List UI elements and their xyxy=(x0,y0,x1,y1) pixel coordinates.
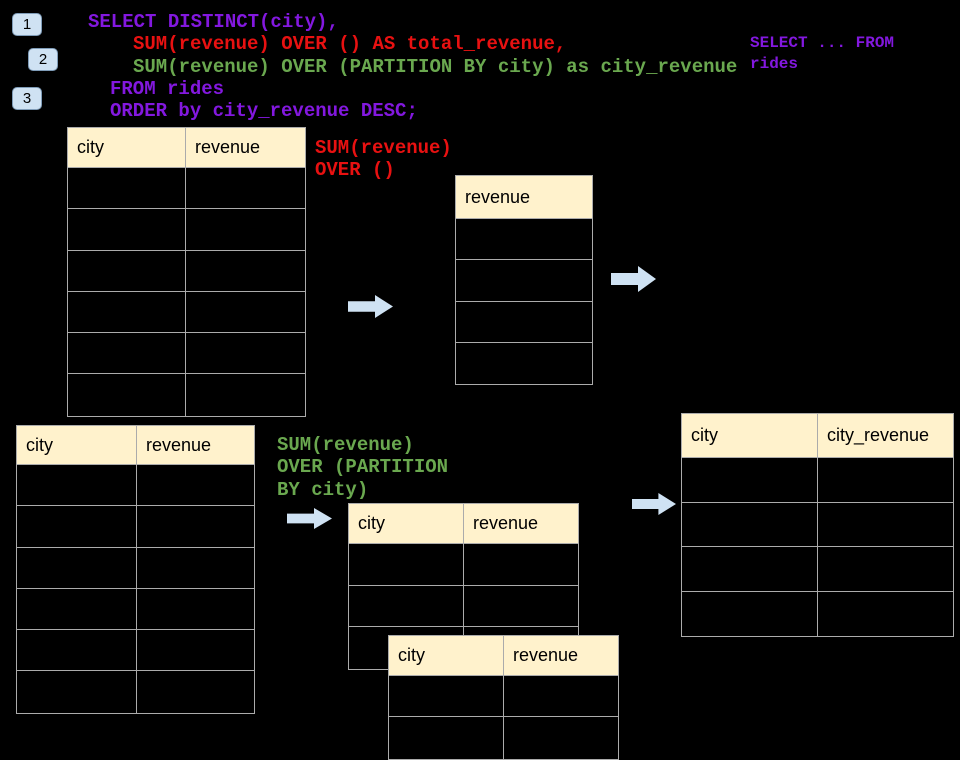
table-cell xyxy=(68,374,186,416)
table-cell xyxy=(456,260,592,302)
column-header: city xyxy=(68,128,186,168)
column-header: revenue xyxy=(456,176,592,219)
table-cell xyxy=(818,547,953,592)
table-cell xyxy=(68,209,186,251)
table-cell xyxy=(186,333,305,375)
column-header: revenue xyxy=(464,504,578,544)
step-badge-2: 2 xyxy=(28,48,58,71)
table-cell xyxy=(137,506,254,548)
table-cell xyxy=(456,342,592,385)
arrow-right-icon xyxy=(348,295,393,318)
arrow-right-icon xyxy=(611,266,656,292)
table-revenue-column: revenue xyxy=(455,175,593,386)
code-line: SUM(revenue) OVER () AS total_revenue, xyxy=(133,33,567,56)
column-header: city_revenue xyxy=(818,414,953,458)
table-cell xyxy=(137,547,254,589)
table-cell xyxy=(389,676,504,718)
table-cell xyxy=(17,588,137,631)
column-header: city xyxy=(349,504,464,544)
table-cell xyxy=(68,333,186,375)
table-cell xyxy=(186,168,305,210)
arrow-right-icon xyxy=(632,493,676,515)
arrow-right-icon xyxy=(287,508,332,529)
table-cell xyxy=(68,250,186,292)
table-cell xyxy=(186,209,305,251)
table-cell xyxy=(389,717,504,759)
table-cell xyxy=(456,219,592,261)
table-cell xyxy=(17,506,137,548)
table-cell xyxy=(818,458,953,503)
table-cell xyxy=(137,630,254,672)
table-cell xyxy=(68,291,186,334)
table-cell xyxy=(349,585,464,628)
table-cell xyxy=(504,676,618,718)
table-cell xyxy=(818,591,953,636)
column-header: revenue xyxy=(504,636,618,676)
code-line: SELECT DISTINCT(city), xyxy=(88,11,339,33)
code-line: SUM(revenue) OVER (PARTITION BY city) as… xyxy=(133,55,738,78)
select-from-rides-note: SELECT ... FROM rides xyxy=(750,33,894,75)
code-line: SUM(revenue) xyxy=(315,137,452,159)
table-cell xyxy=(186,250,305,292)
table-cell xyxy=(682,591,818,636)
sum-over-total-label: SUM(revenue)OVER () xyxy=(315,137,452,182)
table-cell xyxy=(17,465,137,507)
table-cell xyxy=(186,291,305,334)
table-cell xyxy=(137,671,254,713)
column-header: revenue xyxy=(137,426,254,465)
table-cell xyxy=(682,458,818,503)
column-header: revenue xyxy=(186,128,305,168)
table-cell xyxy=(68,168,186,210)
column-header: city xyxy=(682,414,818,458)
code-line: OVER () xyxy=(315,159,395,182)
slide-canvas: { "colors": { "background": "#000000", "… xyxy=(12,11,954,760)
code-line: FROM rides xyxy=(110,77,225,100)
table-cell xyxy=(17,630,137,672)
code-line: ORDER by city_revenue DESC; xyxy=(110,100,418,123)
column-header: city xyxy=(17,426,137,465)
code-line: rides xyxy=(750,55,799,73)
column-header: city xyxy=(389,636,504,676)
table-cell xyxy=(349,544,464,586)
step-badge-3: 3 xyxy=(12,87,42,110)
table-cell xyxy=(137,465,254,507)
code-line: OVER (PARTITION xyxy=(277,456,449,479)
table-cell xyxy=(682,547,818,592)
table-cell xyxy=(682,502,818,547)
code-line: SELECT ... FROM xyxy=(750,34,895,52)
sql-query-code: SELECT DISTINCT(city),SUM(revenue) OVER … xyxy=(88,11,737,122)
step-badge-1: 1 xyxy=(12,13,42,36)
table-cell xyxy=(464,585,578,628)
code-line: SUM(revenue) xyxy=(277,434,414,456)
table-cell xyxy=(137,588,254,631)
table-cell xyxy=(818,502,953,547)
table-cell xyxy=(17,547,137,589)
table-cell xyxy=(464,544,578,586)
table-cell xyxy=(17,671,137,713)
code-line: BY city) xyxy=(277,478,369,501)
table-cell xyxy=(504,717,618,759)
table-cell xyxy=(186,374,305,416)
table-cell xyxy=(456,301,592,343)
